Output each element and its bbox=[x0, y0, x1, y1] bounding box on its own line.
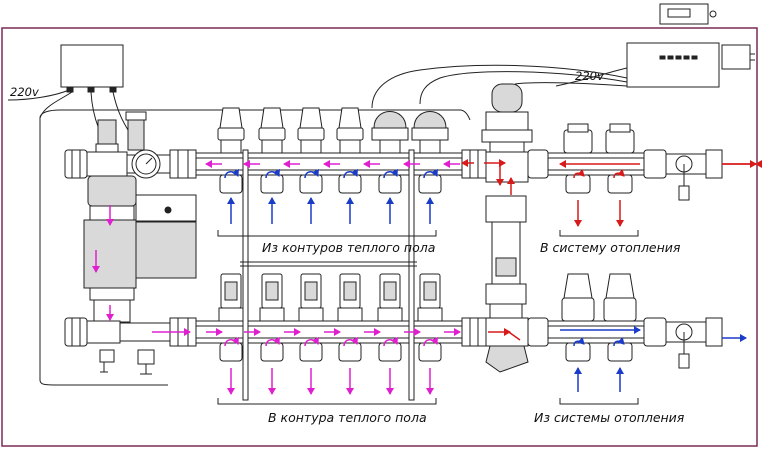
label-left-power: 220v bbox=[10, 85, 39, 99]
mixing-valve bbox=[481, 83, 533, 373]
return-flow-arrow bbox=[304, 336, 319, 347]
supply-loop-valve bbox=[371, 111, 409, 194]
return-loop-flowmeter bbox=[218, 273, 244, 362]
return-loop-flowmeter bbox=[259, 273, 285, 362]
supply-flow-arrow bbox=[224, 168, 239, 179]
room-thermostat bbox=[659, 3, 717, 25]
pump-controller-box bbox=[60, 44, 124, 93]
supply-loop-valve bbox=[258, 107, 286, 194]
supply-flow-arrow bbox=[423, 168, 438, 179]
from-heating-bracket bbox=[559, 398, 639, 405]
right-power-cable bbox=[555, 67, 628, 87]
radiator-return-manifold bbox=[527, 273, 723, 369]
radiator-supply-manifold bbox=[527, 123, 723, 201]
pump-group bbox=[64, 111, 197, 375]
outer-frame bbox=[1, 27, 758, 447]
actuator-cables bbox=[371, 64, 628, 109]
supply-loop-valve bbox=[217, 107, 245, 194]
supply-flow-arrow bbox=[343, 168, 358, 179]
supply-loops-bracket bbox=[217, 230, 437, 237]
supply-loop-valve bbox=[297, 107, 325, 194]
return-loop-flowmeter bbox=[377, 273, 403, 362]
label-return-loops: В контура теплого пола bbox=[268, 410, 427, 425]
label-to-heating: В систему отопления bbox=[540, 240, 681, 255]
left-power-cable bbox=[7, 89, 70, 101]
return-loop-flowmeter bbox=[417, 273, 443, 362]
return-loop-flowmeter bbox=[298, 273, 324, 362]
supply-loop-valve bbox=[336, 107, 364, 194]
mounting-brackets bbox=[240, 149, 417, 401]
left-loop-cable bbox=[39, 91, 168, 386]
power-plug bbox=[721, 44, 755, 70]
return-flow-arrow bbox=[343, 336, 358, 347]
return-flow-arrow bbox=[224, 336, 239, 347]
label-supply-loops: Из контуров теплого пола bbox=[262, 240, 435, 255]
to-heating-bracket bbox=[559, 230, 639, 237]
supply-flow-arrow bbox=[383, 168, 398, 179]
supply-loop-valve bbox=[411, 111, 449, 194]
label-from-heating: Из системы отопления bbox=[534, 410, 685, 425]
return-flow-arrow bbox=[423, 336, 438, 347]
supply-flow-arrow bbox=[265, 168, 280, 179]
return-flow-arrow bbox=[383, 336, 398, 347]
supply-flow-arrow bbox=[304, 168, 319, 179]
return-loop-flowmeter bbox=[337, 273, 363, 362]
return-flow-arrow bbox=[265, 336, 280, 347]
zone-controller-box bbox=[626, 42, 720, 88]
return-loops-bracket bbox=[217, 398, 437, 405]
supply-manifold bbox=[119, 149, 487, 179]
